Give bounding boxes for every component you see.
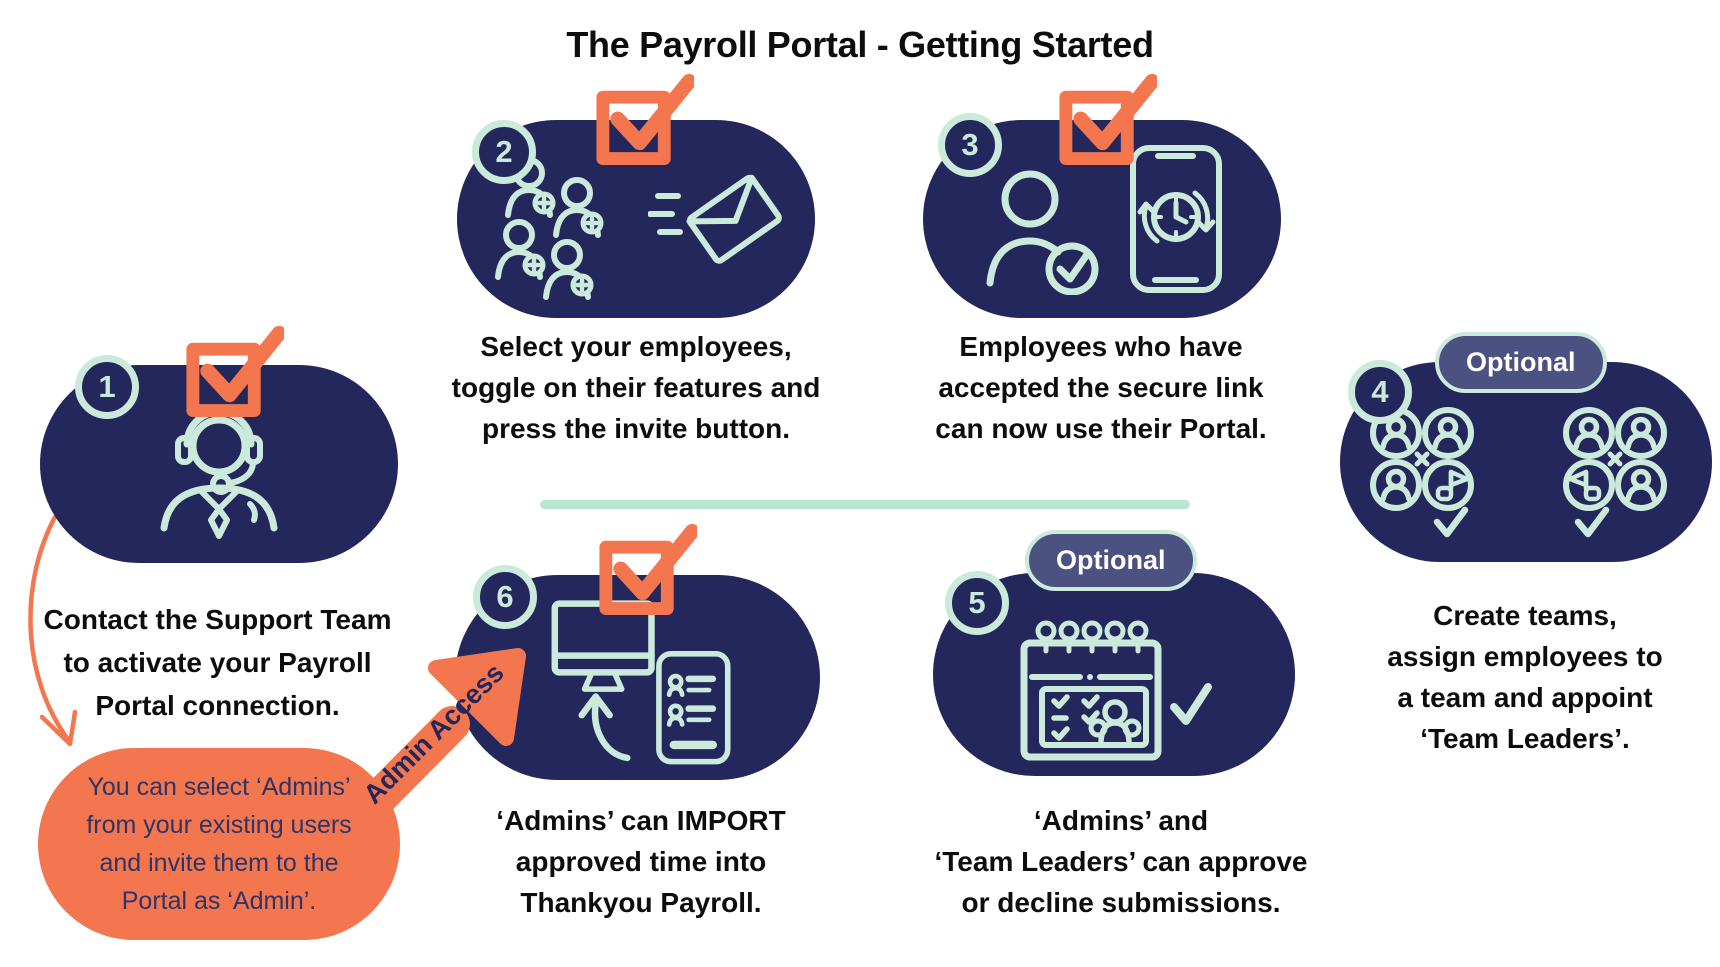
optional-badge: Optional <box>1025 530 1197 591</box>
curved-arrow-icon <box>28 514 78 747</box>
step-5: Optional <box>925 500 1317 930</box>
employee-check-icon <box>986 170 1099 295</box>
admin-access-arrow: Admin Access <box>349 648 526 828</box>
checked-checkbox-icon <box>599 523 697 616</box>
row-divider-line <box>540 500 1190 509</box>
step-number: 5 <box>945 571 1009 635</box>
checked-checkbox-icon <box>596 73 694 166</box>
step-2-caption: Select your employees,toggle on their fe… <box>451 331 821 444</box>
step-number: 2 <box>472 120 536 184</box>
step-2: 2 Select your employees,toggle on their … <box>440 68 832 468</box>
checked-checkbox-icon <box>1059 73 1157 166</box>
step-4: Optional <box>1330 300 1720 760</box>
page-title: The Payroll Portal - Getting Started <box>566 24 1154 65</box>
import-desktop-phone-icon <box>551 599 731 764</box>
teams-leaders-icon <box>1359 400 1694 537</box>
admin-note-text: You can select ‘Admins’from your existin… <box>86 773 352 915</box>
step-number: 6 <box>473 565 537 629</box>
optional-badge: Optional <box>1435 332 1607 393</box>
admin-note-bubble: You can select ‘Admins’from your existin… <box>38 748 400 940</box>
admin-access-label: Admin Access <box>358 658 510 810</box>
sending-envelope-icon <box>648 174 782 264</box>
step-number: 3 <box>938 113 1002 177</box>
checked-checkbox-icon <box>186 325 284 418</box>
step-number: 1 <box>75 355 139 419</box>
calendar-approvals-icon <box>1020 620 1212 760</box>
step-number: 4 <box>1348 360 1412 424</box>
phone-time-sync-icon <box>1130 145 1222 293</box>
support-agent-icon <box>160 408 278 539</box>
